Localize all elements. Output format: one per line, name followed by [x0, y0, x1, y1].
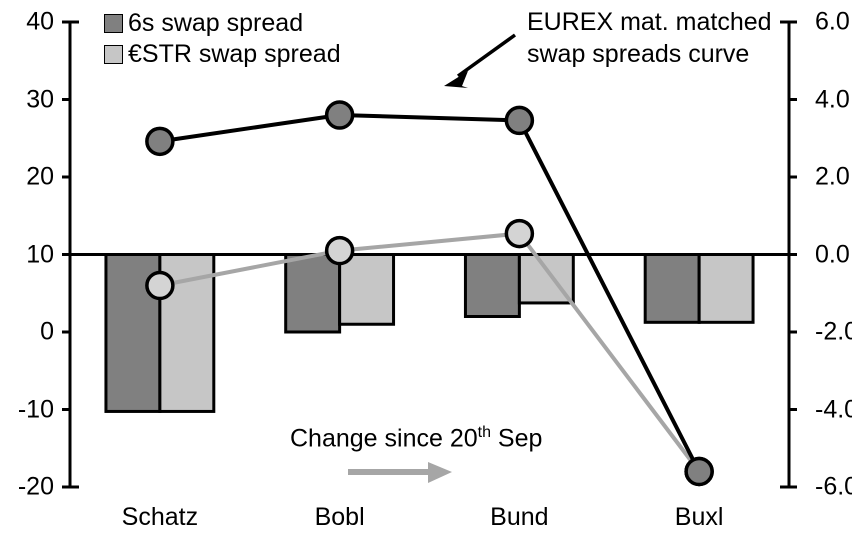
bar-series-group: [104, 253, 755, 413]
annotation-arrow-eurex: [444, 33, 517, 88]
legend-item[interactable]: €STR swap spread: [104, 39, 341, 70]
annotation-change-since: Change since 20th Sep: [290, 425, 542, 451]
left-axis-tick-label: 20: [26, 162, 54, 191]
annotation-change-suffix: Sep: [490, 424, 543, 453]
x-axis-tick-label: Bund: [490, 503, 549, 531]
left-axis-tick-label: -10: [17, 395, 54, 423]
left-axis-tick-label: 40: [26, 7, 54, 36]
x-axis-tick-label: Buxl: [674, 503, 724, 531]
line-marker: [504, 218, 535, 249]
annotation-change-prefix: Change since 20: [290, 424, 478, 453]
x-axis-tick-label: Bobl: [314, 503, 365, 531]
bar: [643, 253, 701, 324]
legend-swatch-icon: [104, 14, 123, 33]
annotation-eurex-curve: EUREX mat. matched swap spreads curve: [527, 6, 772, 70]
line-marker: [145, 270, 175, 301]
left-axis-tick-label: -20: [17, 472, 54, 501]
legend: 6s swap spread €STR swap spread: [104, 8, 341, 70]
right-axis-tick-label: -6.0: [815, 472, 852, 501]
bar: [463, 253, 521, 318]
legend-item-label: €STR swap spread: [128, 40, 341, 68]
right-axis-tick-label: -2.0: [815, 317, 852, 346]
right-axis-tick-label: 4.0: [815, 85, 850, 113]
line-series-group: [145, 100, 714, 487]
legend-item-label: 6s swap spread: [128, 9, 304, 37]
x-axis-tick-label: Schatz: [121, 503, 199, 531]
bar: [697, 253, 755, 324]
right-axis-tick-label: 0.0: [815, 240, 850, 268]
line-marker: [504, 105, 535, 136]
right-axis-tick-label: -4.0: [815, 395, 852, 423]
left-axis-tick-label: 10: [26, 240, 54, 268]
annotation-arrow-change-since: [348, 462, 452, 483]
left-axis-tick-label: 0: [40, 317, 54, 346]
annotation-eurex-line1: EUREX mat. matched: [527, 8, 772, 36]
legend-item[interactable]: 6s swap spread: [104, 8, 341, 39]
bar: [338, 253, 396, 326]
right-axis-tick-label: 6.0: [815, 7, 850, 36]
left-axis-tick-label: 30: [26, 85, 54, 113]
line-marker: [324, 100, 355, 130]
right-axis-tick-label: 2.0: [815, 162, 850, 191]
annotation-change-ordinal: th: [477, 424, 491, 441]
bar: [284, 253, 342, 334]
right-axis-ticks: 6.0 4.0 2.0 0.0 -2.0 -4.0 -6.0: [799, 0, 852, 539]
line-marker: [145, 126, 175, 157]
annotation-eurex-line2: swap spreads curve: [527, 40, 750, 68]
line-marker: [324, 235, 355, 266]
legend-swatch-icon: [104, 45, 123, 64]
left-axis-ticks: 40 30 20 10 0 -10 -20: [0, 0, 58, 539]
line-marker: [684, 456, 714, 487]
